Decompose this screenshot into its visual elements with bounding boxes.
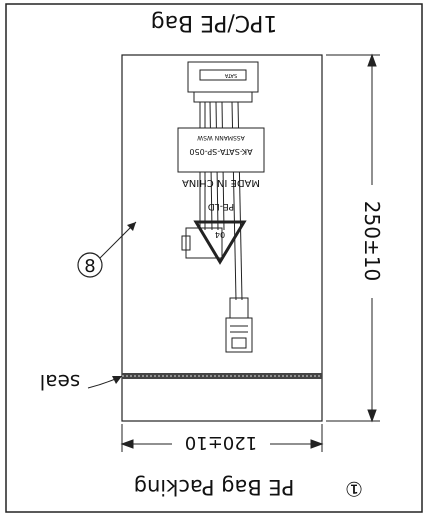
width-arrow-left xyxy=(120,439,134,449)
outer-border xyxy=(5,3,423,513)
width-dimension xyxy=(120,424,324,452)
seal-arrow xyxy=(112,376,122,384)
width-dimension-text: 120±10 xyxy=(185,432,257,453)
callout-8: 8 xyxy=(77,221,137,278)
callout-number-text: 8 xyxy=(84,256,95,277)
cable-label-flag xyxy=(177,127,265,173)
pe-bag xyxy=(121,54,323,422)
seal-label-text: seal xyxy=(40,370,81,394)
seal-callout: seal xyxy=(40,370,122,394)
recycle-code-text: 04 xyxy=(215,230,225,239)
caption-number-text: ① xyxy=(345,477,363,501)
callout-circle xyxy=(77,252,103,278)
caption-text: PE Bag Packing xyxy=(134,475,295,499)
callout-arrow xyxy=(127,222,136,231)
recycle-triangle xyxy=(193,220,247,265)
connector-tag-text: SATA xyxy=(224,72,237,78)
plug-neck xyxy=(229,297,249,319)
caption: PE Bag Packing ① xyxy=(134,475,363,501)
plug-window xyxy=(231,337,247,349)
height-arrow-bottom xyxy=(367,409,377,423)
height-dimension xyxy=(326,53,380,423)
height-arrow-top xyxy=(367,53,377,67)
label-assembly-text: ASSMANN WSW xyxy=(197,134,245,141)
connector-base xyxy=(193,91,253,103)
width-arrow-right xyxy=(310,439,324,449)
recycle-material-text: PE-LD xyxy=(208,201,234,211)
bag-outline xyxy=(121,54,323,422)
connector-tag-box xyxy=(199,69,247,81)
height-dimension-text: 250±10 xyxy=(360,201,384,281)
title-text: 1PC/PE Bag xyxy=(151,10,278,35)
plug-body xyxy=(225,317,253,353)
lower-connector-latch xyxy=(181,235,191,251)
lower-connector xyxy=(185,227,223,259)
cable-assembly xyxy=(177,61,265,353)
label-part-text: AK-SATA-SP-050 xyxy=(189,147,252,156)
label-made-in-text: MADE IN CHINA xyxy=(182,177,260,188)
